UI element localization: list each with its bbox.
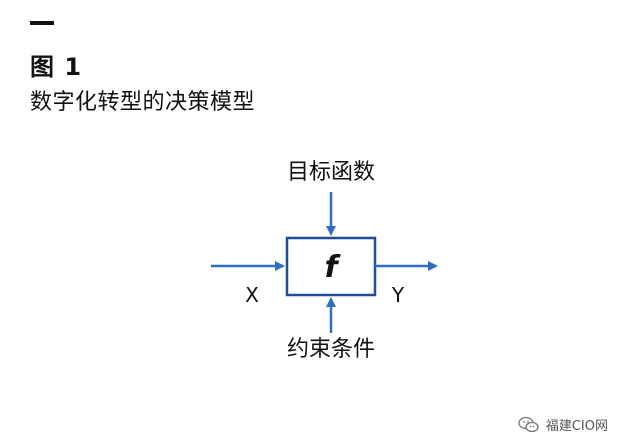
watermark: 福建CIO网 [518, 415, 608, 434]
output-label: Y [391, 283, 405, 307]
watermark-text: 福建CIO网 [545, 419, 608, 434]
figure-label: 图 1 [30, 53, 83, 81]
objective-function-label: 目标函数 [287, 160, 375, 185]
function-box [285, 236, 377, 297]
header-decoration-bar [30, 21, 54, 25]
input-label: X [245, 283, 259, 307]
wechat-icon [518, 416, 540, 434]
figure-caption: 数字化转型的决策模型 [30, 90, 256, 115]
constraint-label: 约束条件 [287, 337, 375, 362]
function-symbol: f [324, 250, 341, 285]
